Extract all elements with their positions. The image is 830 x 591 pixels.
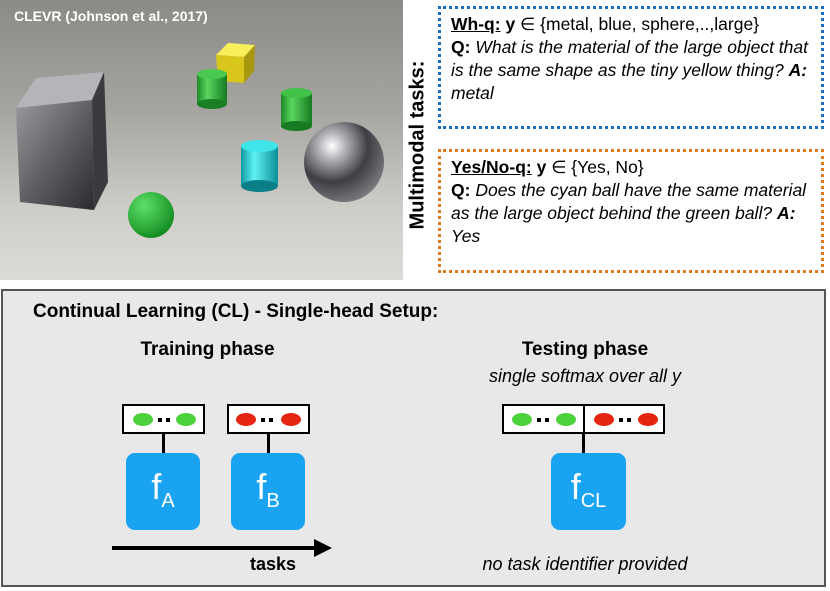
connector-line: [582, 432, 585, 454]
head-divider: [583, 404, 585, 434]
softmax-note: single softmax over all y: [488, 366, 682, 386]
metal-cube-top: [16, 72, 104, 108]
yes-no-question-task-box: Yes/No-q: y ∈ {Yes, No} Q: Does the cyan…: [438, 149, 824, 273]
output-node-green: [133, 413, 153, 426]
ellipsis-dot: [261, 418, 265, 422]
metal-sphere: [304, 122, 384, 202]
wh-answer-text: metal: [451, 83, 494, 103]
wh-task-label-set: ∈ {metal, blue, sphere,..,large}: [520, 14, 760, 34]
wh-task-y: y: [505, 14, 516, 34]
wh-task-header: Wh-q: y ∈ {metal, blue, sphere,..,large}: [451, 13, 811, 36]
ellipsis-dot: [158, 418, 162, 422]
metal-cube-side: [92, 72, 108, 210]
yesno-task-y: y: [536, 157, 547, 177]
ellipsis-dot: [545, 418, 549, 422]
output-node-red: [638, 413, 658, 426]
wh-question-task-box: Wh-q: y ∈ {metal, blue, sphere,..,large}…: [438, 6, 824, 129]
yesno-a-label: A:: [776, 203, 796, 223]
no-task-identifier-note: no task identifier provided: [482, 554, 688, 574]
training-phase-title: Training phase: [140, 339, 275, 360]
output-node-green: [556, 413, 576, 426]
ellipsis-dot: [627, 418, 631, 422]
yesno-question-text: Does the cyan ball have the same materia…: [451, 180, 807, 223]
model-f-cl: fCL: [551, 453, 626, 530]
green-sphere: [128, 192, 174, 238]
yesno-task-type: Yes/No-q:: [451, 157, 532, 177]
cyan-cylinder: [241, 146, 278, 186]
yellow-cube-side: [244, 45, 255, 83]
yesno-q-label: Q:: [451, 180, 471, 200]
output-node-red: [236, 413, 256, 426]
wh-a-label: A:: [788, 60, 808, 80]
output-node-green: [512, 413, 532, 426]
ellipsis-dot: [269, 418, 273, 422]
ellipsis-dot: [619, 418, 623, 422]
yesno-answer-text: Yes: [451, 226, 481, 246]
testing-phase-title: Testing phase: [521, 339, 649, 360]
scene-caption: CLEVR (Johnson et al., 2017): [14, 8, 208, 24]
output-node-green: [176, 413, 196, 426]
clevr-scene-objects: [16, 43, 384, 238]
ellipsis-dot: [537, 418, 541, 422]
yesno-task-header: Yes/No-q: y ∈ {Yes, No}: [451, 156, 811, 179]
metal-cube-front: [16, 100, 94, 210]
yesno-task-label-set: ∈ {Yes, No}: [551, 157, 644, 177]
cl-setup-title: Continual Learning (CL) - Single-head Se…: [33, 301, 439, 322]
output-head-a: [122, 404, 205, 434]
connector-line: [267, 432, 270, 454]
wh-question-text: What is the material of the large object…: [451, 37, 808, 80]
yesno-task-example: Q: Does the cyan ball have the same mate…: [451, 179, 811, 248]
output-head-single: [502, 404, 665, 434]
wh-task-type: Wh-q:: [451, 14, 501, 34]
output-node-red: [281, 413, 301, 426]
connector-line: [162, 432, 165, 454]
model-f-b: fB: [231, 453, 305, 530]
model-f-a: fA: [126, 453, 200, 530]
wh-q-label: Q:: [451, 37, 471, 57]
clevr-scene-image: CLEVR (Johnson et al., 2017): [0, 0, 403, 280]
yellow-cube-top: [216, 43, 255, 57]
ellipsis-dot: [166, 418, 170, 422]
continual-learning-panel: [1, 289, 826, 587]
output-head-b: [227, 404, 310, 434]
green-cylinder-medium: [281, 93, 312, 126]
wh-task-example: Q: What is the material of the large obj…: [451, 36, 811, 105]
multimodal-tasks-label: Multimodal tasks:: [406, 60, 429, 230]
output-node-red: [594, 413, 614, 426]
tasks-arrow: [112, 539, 332, 557]
tasks-label: tasks: [250, 554, 297, 574]
